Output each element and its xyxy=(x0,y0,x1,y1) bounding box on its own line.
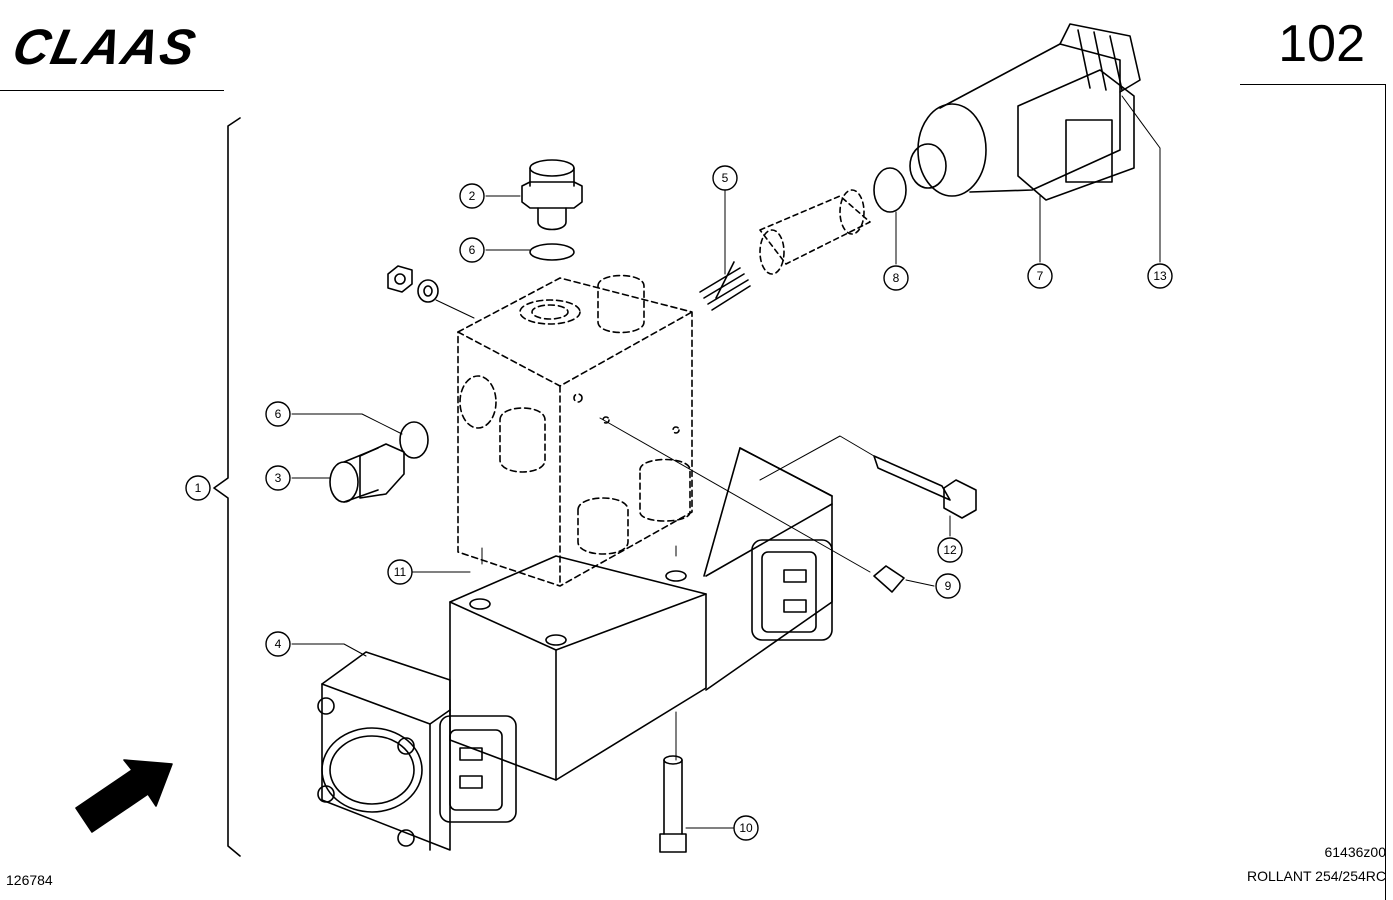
callout-circles xyxy=(185,165,1173,841)
spring-part-5 xyxy=(699,261,751,311)
fitting-part-2 xyxy=(521,159,583,261)
set-screw-part-9 xyxy=(873,565,905,593)
directional-valve-body xyxy=(317,447,833,851)
o-ring-part-8 xyxy=(873,167,907,213)
callout-8: 8 xyxy=(893,271,900,285)
callout-6a: 6 xyxy=(469,243,476,257)
callout-4: 4 xyxy=(275,637,282,651)
footer-drawing-id: 61436z00 xyxy=(1324,844,1386,860)
callout-2: 2 xyxy=(469,189,476,203)
callout-5: 5 xyxy=(722,171,729,185)
callout-12: 12 xyxy=(943,543,957,557)
callout-10: 10 xyxy=(739,821,753,835)
frame-right-edge xyxy=(1385,84,1386,900)
callout-11: 11 xyxy=(394,565,407,579)
manifold-block-dashed xyxy=(457,274,693,587)
callout-13: 13 xyxy=(1153,269,1167,283)
direction-arrow xyxy=(75,759,173,833)
fitting-part-3 xyxy=(329,421,429,503)
callout-7: 7 xyxy=(1037,269,1044,283)
footer-model: ROLLANT 254/254RC xyxy=(1246,868,1386,884)
callout-6b: 6 xyxy=(275,407,282,421)
callout-9: 9 xyxy=(945,579,952,593)
header-rule-left xyxy=(0,90,224,91)
footer-left-id: 126784 xyxy=(6,872,53,888)
spool-dashed xyxy=(759,189,871,275)
assembly-bracket xyxy=(213,117,241,857)
solenoid-coil-part-7 xyxy=(909,23,1141,201)
header-rule-right xyxy=(1240,84,1386,85)
page-number: 102 xyxy=(1278,15,1365,73)
leader-lines xyxy=(291,95,1161,829)
callout-3: 3 xyxy=(275,471,282,485)
nut-and-washer xyxy=(387,265,439,303)
bolt-part-10 xyxy=(659,755,687,853)
bolt-part-12 xyxy=(873,455,977,519)
callout-1: 1 xyxy=(195,481,202,495)
